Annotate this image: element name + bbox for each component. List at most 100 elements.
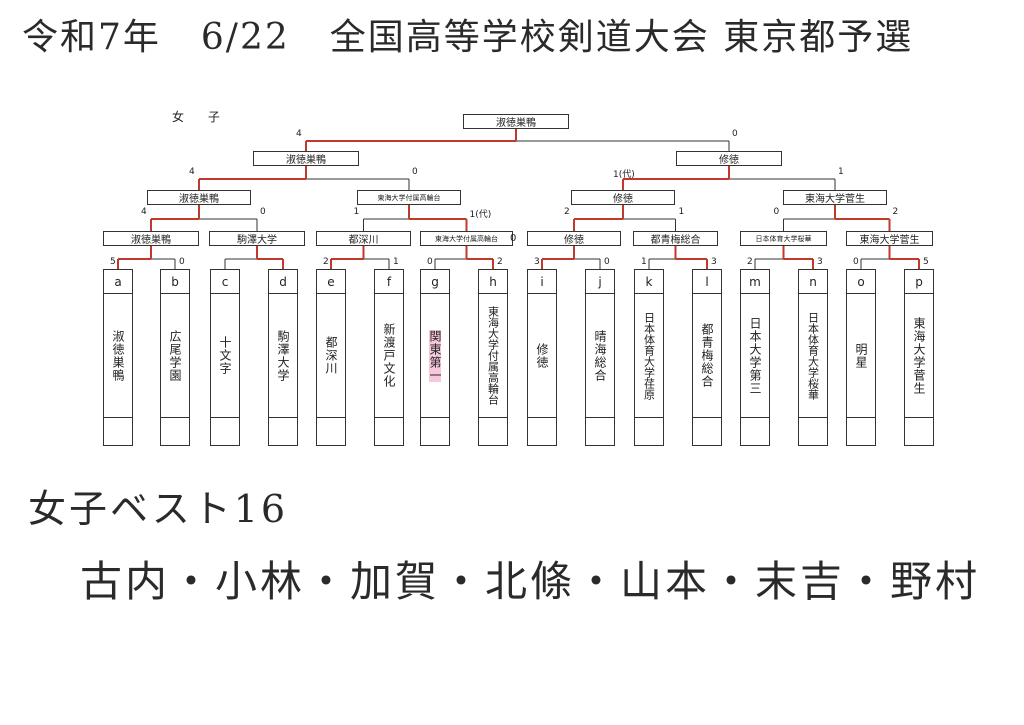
team-name-cell: 新渡戸文化 bbox=[375, 294, 403, 418]
team-name-cell: 日本大学第三 bbox=[741, 294, 769, 418]
match-score: 2 bbox=[323, 257, 329, 267]
round-1-box: 日本体育大学桜華 bbox=[740, 231, 827, 246]
team-letter: b bbox=[161, 270, 189, 294]
round-1-box: 淑徳巣鴨 bbox=[103, 231, 199, 246]
match-score: 2 bbox=[892, 207, 899, 217]
best16-names: 古内・小林・加賀・北條・山本・末吉・野村 bbox=[80, 557, 981, 606]
team-name-cell: 淑徳巣鴨 bbox=[104, 294, 132, 418]
team-column: h 東海大学付属高輪台 bbox=[478, 269, 508, 446]
team-letter: i bbox=[528, 270, 556, 294]
match-score: 1(代) bbox=[613, 170, 635, 180]
team-name: 明星 bbox=[854, 342, 868, 369]
team-name: 東海大学菅生 bbox=[912, 316, 926, 395]
match-score: 4 bbox=[141, 207, 147, 217]
team-name-cell: 東海大学付属高輪台 bbox=[479, 294, 507, 418]
team-name-cell: 都青梅総合 bbox=[693, 294, 721, 418]
header: 令和7年 6/22 全国高等学校剣道大会 東京都予選 bbox=[22, 8, 913, 60]
team-name: 日本大学第三 bbox=[748, 316, 762, 395]
team-name: 日本体育大学荏原 bbox=[642, 311, 656, 400]
bracket-lines bbox=[117, 129, 920, 269]
team-name: 関東第一 bbox=[428, 329, 442, 382]
match-score: 1 bbox=[838, 167, 844, 177]
team-column: o 明星 bbox=[846, 269, 876, 446]
team-name: 十文字 bbox=[218, 336, 232, 375]
team-name: 都青梅総合 bbox=[700, 323, 714, 388]
round-1-box: 修徳 bbox=[527, 231, 621, 246]
match-score: 3 bbox=[817, 257, 823, 267]
team-column: k 日本体育大学荏原 bbox=[634, 269, 664, 446]
team-name: 都深川 bbox=[324, 336, 338, 375]
match-score: 0 bbox=[412, 167, 418, 177]
round-1-box: 東海大学付属高輪台 bbox=[420, 231, 513, 246]
team-name-cell: 広尾学園 bbox=[161, 294, 189, 418]
team-name: 淑徳巣鴨 bbox=[111, 329, 125, 382]
section-label: 女 子 bbox=[172, 110, 230, 124]
round-2-box: 修徳 bbox=[571, 190, 675, 205]
match-score: 0 bbox=[427, 257, 433, 267]
team-name-cell: 晴海総合 bbox=[586, 294, 614, 418]
team-letter: c bbox=[211, 270, 239, 294]
team-name: 晴海総合 bbox=[593, 329, 607, 382]
match-score: 2 bbox=[747, 257, 753, 267]
team-name-cell: 駒澤大学 bbox=[269, 294, 297, 418]
team-name-cell: 修徳 bbox=[528, 294, 556, 418]
round-1-box: 駒澤大学 bbox=[209, 231, 305, 246]
team-column: d 駒澤大学 bbox=[268, 269, 298, 446]
team-letter: e bbox=[317, 270, 345, 294]
team-name: 東海大学付属高輪台 bbox=[486, 306, 500, 405]
team-column: e 都深川 bbox=[316, 269, 346, 446]
header-date: 6/22 bbox=[200, 17, 290, 58]
match-score: 1 bbox=[393, 257, 399, 267]
team-column: m 日本大学第三 bbox=[740, 269, 770, 446]
team-letter: d bbox=[269, 270, 297, 294]
team-column: n 日本体育大学桜華 bbox=[798, 269, 828, 446]
round-3-box: 淑徳巣鴨 bbox=[253, 151, 359, 166]
match-score: 0 bbox=[773, 207, 780, 217]
match-score: 1 bbox=[641, 257, 647, 267]
team-letter: p bbox=[905, 270, 933, 294]
match-score: 3 bbox=[711, 257, 717, 267]
team-name-cell: 日本体育大学荏原 bbox=[635, 294, 663, 418]
match-score: 5 bbox=[923, 257, 929, 267]
team-name-cell: 東海大学菅生 bbox=[905, 294, 933, 418]
team-column: f 新渡戸文化 bbox=[374, 269, 404, 446]
team-name-cell: 都深川 bbox=[317, 294, 345, 418]
match-score: 1(代) bbox=[469, 210, 492, 220]
team-name-cell: 日本体育大学桜華 bbox=[799, 294, 827, 418]
team-letter: g bbox=[421, 270, 449, 294]
team-letter: o bbox=[847, 270, 875, 294]
team-name: 駒澤大学 bbox=[276, 329, 290, 382]
match-score: 1 bbox=[678, 207, 685, 217]
header-era: 令和7年 bbox=[22, 17, 161, 58]
team-column: g 関東第一 bbox=[420, 269, 450, 446]
team-name: 新渡戸文化 bbox=[382, 323, 396, 388]
team-name: 日本体育大学桜華 bbox=[806, 311, 820, 400]
round-2-box: 淑徳巣鴨 bbox=[147, 190, 251, 205]
team-column: l 都青梅総合 bbox=[692, 269, 722, 446]
team-name-cell: 関東第一 bbox=[421, 294, 449, 418]
header-event: 全国高等学校剣道大会 東京都予選 bbox=[329, 17, 914, 58]
team-name-cell: 明星 bbox=[847, 294, 875, 418]
team-letter: l bbox=[693, 270, 721, 294]
match-score: 2 bbox=[564, 207, 570, 217]
match-score: 1 bbox=[353, 207, 360, 217]
match-score: 4 bbox=[296, 129, 302, 139]
match-score: 0 bbox=[853, 257, 859, 267]
team-letter: k bbox=[635, 270, 663, 294]
round-1-box: 都深川 bbox=[316, 231, 411, 246]
round-1-box: 都青梅総合 bbox=[633, 231, 718, 246]
match-score: 0 bbox=[179, 257, 185, 267]
team-name: 修徳 bbox=[535, 342, 549, 369]
team-letter: n bbox=[799, 270, 827, 294]
team-letter: h bbox=[479, 270, 507, 294]
round-2-box: 東海大学菅生 bbox=[783, 190, 887, 205]
extra-score: 0 bbox=[510, 233, 517, 244]
team-letter: m bbox=[741, 270, 769, 294]
best16-label: 女子ベスト16 bbox=[28, 487, 289, 531]
team-column: i 修徳 bbox=[527, 269, 557, 446]
team-letter: f bbox=[375, 270, 403, 294]
match-score: 3 bbox=[534, 257, 540, 267]
team-name: 広尾学園 bbox=[168, 329, 182, 382]
